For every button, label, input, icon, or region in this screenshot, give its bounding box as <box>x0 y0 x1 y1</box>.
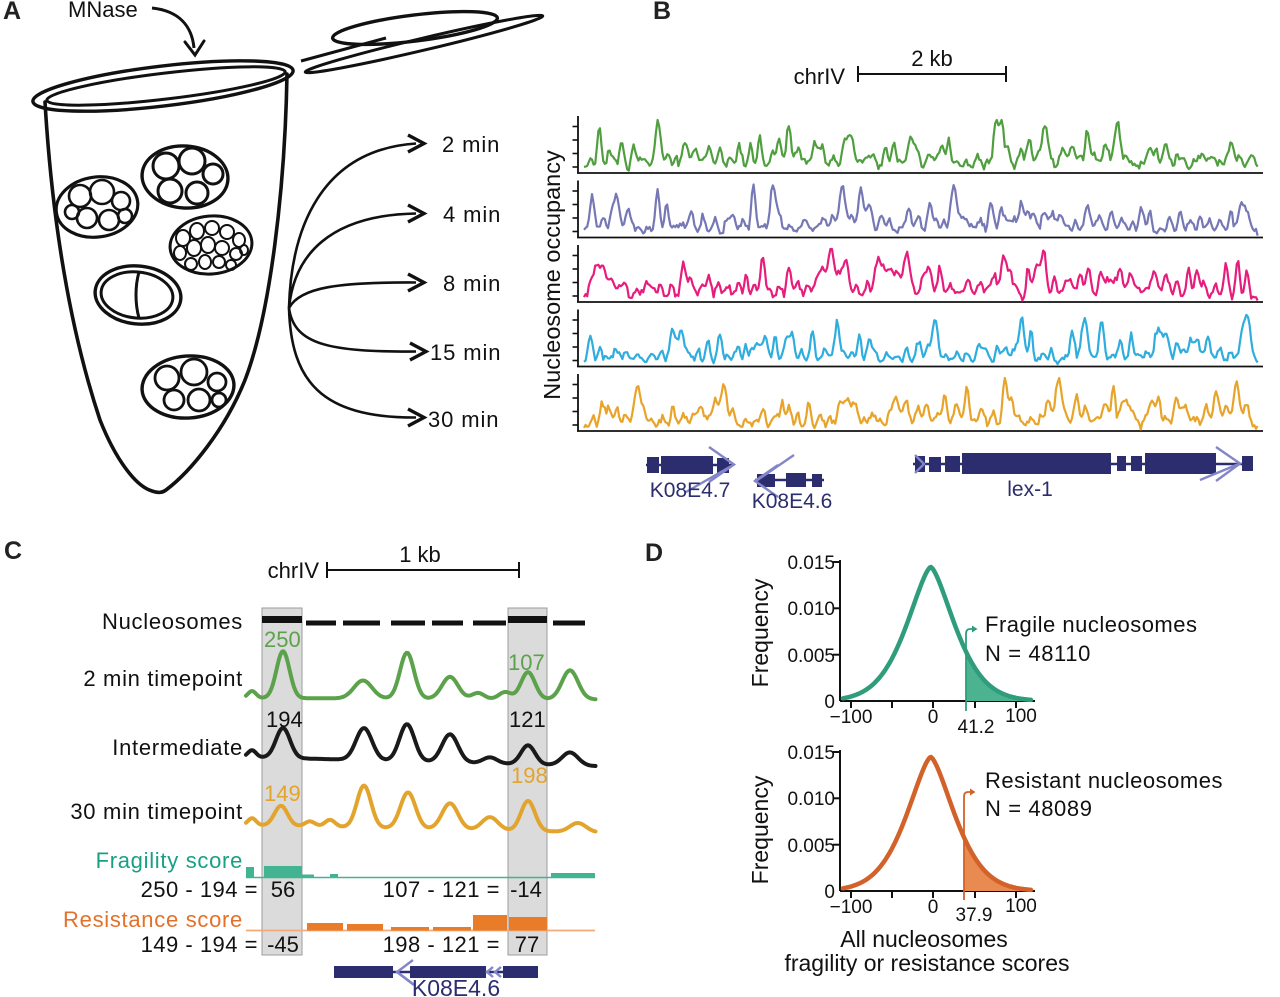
svg-text:N = 48089: N = 48089 <box>985 796 1093 821</box>
svg-text:250: 250 <box>264 627 301 652</box>
svg-text:Fragility score: Fragility score <box>96 848 243 873</box>
svg-text:−100: −100 <box>830 707 873 728</box>
svg-text:lex-1: lex-1 <box>1007 478 1053 501</box>
svg-text:chrIV: chrIV <box>794 64 846 89</box>
svg-text:0: 0 <box>928 897 939 918</box>
svg-text:56: 56 <box>271 877 295 902</box>
svg-text:-14: -14 <box>510 877 542 902</box>
svg-text:K08E4.6: K08E4.6 <box>752 490 833 513</box>
svg-text:41.2: 41.2 <box>958 717 995 738</box>
svg-text:Nucleosomes: Nucleosomes <box>102 609 243 634</box>
svg-text:K08E4.6: K08E4.6 <box>412 975 500 997</box>
svg-text:198 - 121 =: 198 - 121 = <box>383 932 500 957</box>
svg-text:77: 77 <box>515 932 539 957</box>
svg-text:0.015: 0.015 <box>787 743 835 764</box>
svg-text:15 min: 15 min <box>430 340 501 365</box>
svg-text:Resistance score: Resistance score <box>63 907 243 932</box>
svg-text:149 - 194 =: 149 - 194 = <box>141 932 258 957</box>
svg-text:100: 100 <box>1005 706 1037 727</box>
svg-text:N = 48110: N = 48110 <box>985 641 1091 666</box>
svg-text:0.015: 0.015 <box>787 553 835 574</box>
svg-text:0: 0 <box>824 692 835 713</box>
svg-text:194: 194 <box>266 707 303 732</box>
svg-text:198: 198 <box>511 763 548 788</box>
svg-text:Frequency: Frequency <box>747 578 773 687</box>
svg-text:C: C <box>4 537 22 565</box>
svg-text:0: 0 <box>928 707 939 728</box>
svg-text:A: A <box>3 0 21 25</box>
svg-text:107 - 121 =: 107 - 121 = <box>383 877 500 902</box>
svg-text:250 - 194 =: 250 - 194 = <box>141 877 258 902</box>
svg-text:0: 0 <box>824 882 835 903</box>
svg-text:2 min: 2 min <box>442 132 500 157</box>
svg-text:chrIV: chrIV <box>268 558 320 583</box>
svg-text:0.010: 0.010 <box>787 599 835 620</box>
svg-text:8 min: 8 min <box>443 271 501 296</box>
svg-text:30 min: 30 min <box>428 407 499 432</box>
svg-text:D: D <box>645 539 663 567</box>
svg-text:121: 121 <box>509 707 546 732</box>
svg-text:B: B <box>653 0 671 25</box>
svg-text:0.005: 0.005 <box>787 836 835 857</box>
svg-text:0.005: 0.005 <box>787 646 835 667</box>
svg-text:107: 107 <box>508 650 545 675</box>
svg-text:149: 149 <box>264 781 301 806</box>
svg-text:-45: -45 <box>267 932 299 957</box>
svg-text:30 min timepoint: 30 min timepoint <box>70 799 243 824</box>
svg-text:K08E4.7: K08E4.7 <box>650 479 731 502</box>
svg-text:Fragile nucleosomes: Fragile nucleosomes <box>985 612 1197 637</box>
svg-text:Frequency: Frequency <box>747 775 773 884</box>
svg-text:2 kb: 2 kb <box>911 46 953 71</box>
svg-text:Resistant nucleosomes: Resistant nucleosomes <box>985 768 1223 793</box>
svg-text:2 min timepoint: 2 min timepoint <box>83 666 243 691</box>
svg-text:4 min: 4 min <box>443 202 501 227</box>
svg-text:MNase: MNase <box>68 0 138 22</box>
svg-text:Intermediate: Intermediate <box>112 735 243 760</box>
svg-text:0.010: 0.010 <box>787 789 835 810</box>
svg-text:−100: −100 <box>830 897 873 918</box>
svg-text:Nucleosome occupancy: Nucleosome occupancy <box>539 150 565 400</box>
svg-text:All nucleosomes: All nucleosomes <box>840 926 1007 952</box>
svg-text:fragility or resistance scores: fragility or resistance scores <box>784 950 1069 976</box>
svg-text:100: 100 <box>1005 896 1037 917</box>
svg-text:1 kb: 1 kb <box>399 542 441 567</box>
svg-text:37.9: 37.9 <box>956 905 993 926</box>
